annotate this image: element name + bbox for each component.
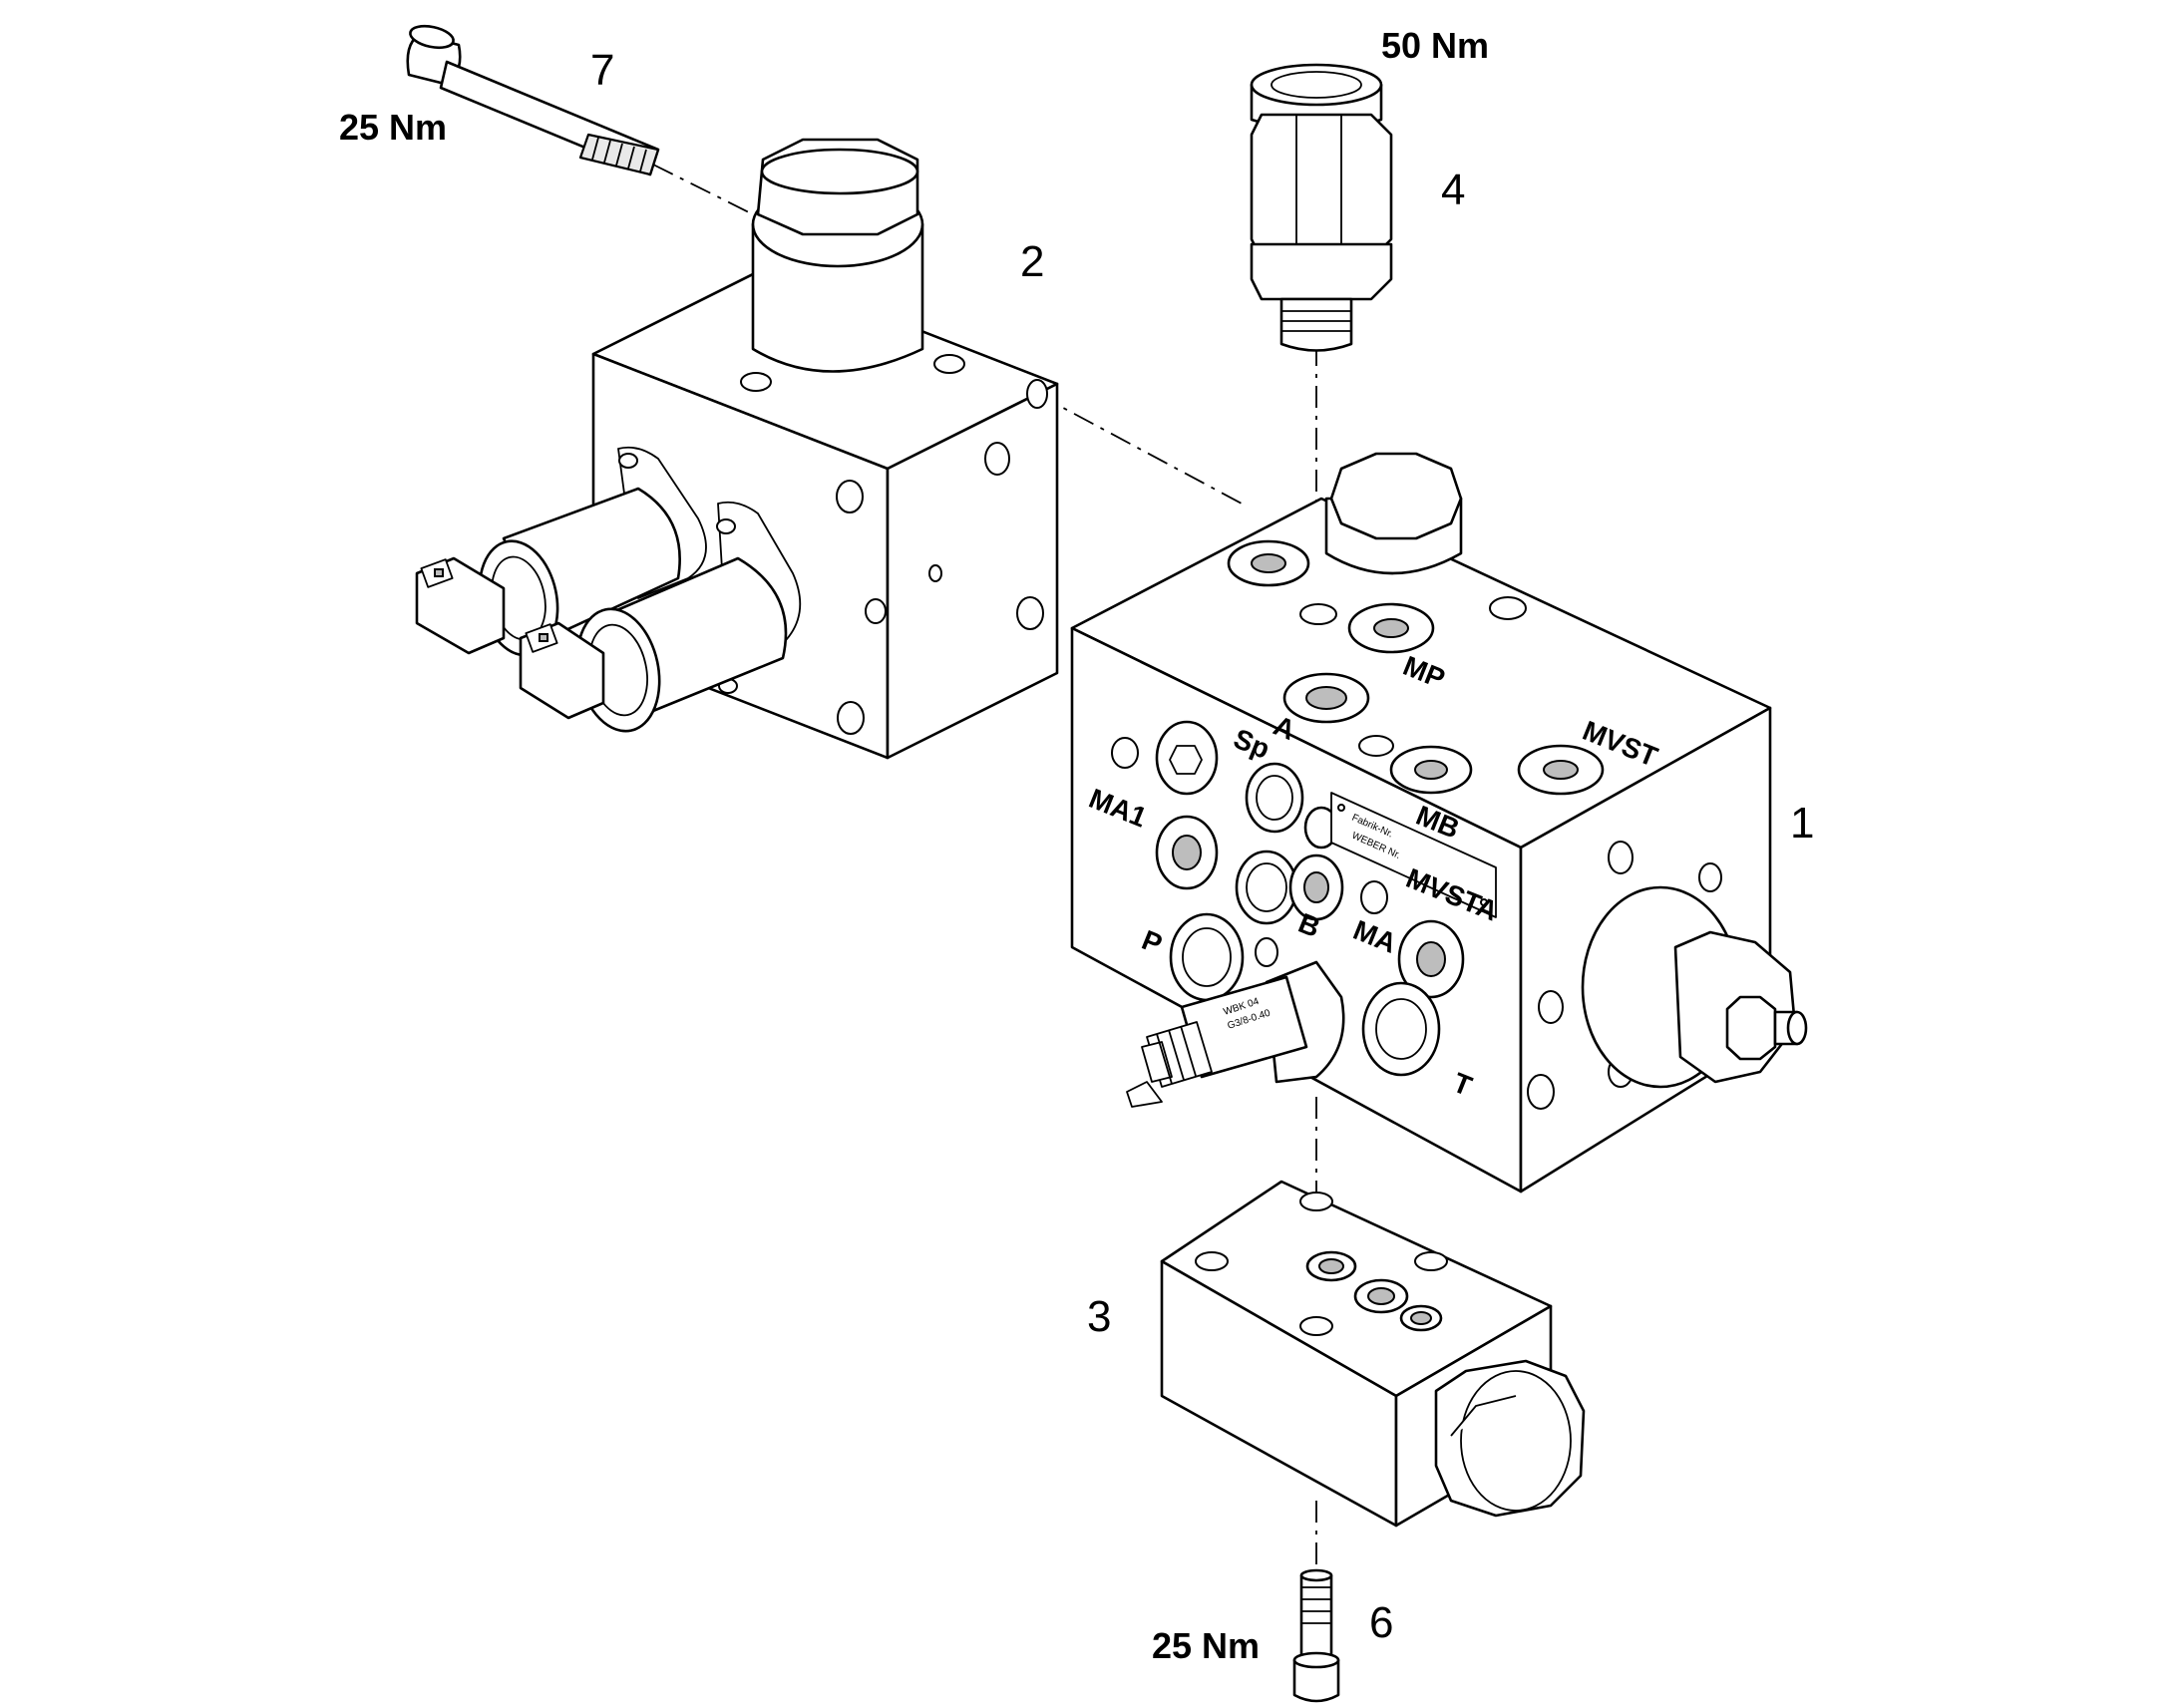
callout-1: 1 — [1790, 799, 1814, 848]
annotations: 1 2 3 4 6 7 50 Nm 25 Nm 25 Nm — [339, 25, 1814, 1666]
torque-label-part-6: 25 Nm — [1152, 1625, 1260, 1666]
callout-7: 7 — [590, 46, 614, 95]
fitting-part-4 — [1250, 63, 1393, 352]
sandwich-plate-part-3 — [1160, 1180, 1586, 1528]
cap-screw-part-7 — [406, 24, 660, 176]
main-valve-block-part-1: Fabrik-Nr. WEBER Nr. WBK 04 G3/8-0.40 MP… — [1070, 452, 1808, 1194]
nameplate — [1330, 792, 1497, 918]
callout-2: 2 — [1020, 237, 1044, 286]
torque-label-part-4: 50 Nm — [1381, 25, 1489, 66]
cap-screw-part-6 — [1292, 1568, 1340, 1703]
callout-6: 6 — [1369, 1598, 1393, 1647]
axis-block-2-to-1 — [1036, 393, 1243, 505]
block-2-side-face — [886, 382, 1059, 760]
callout-3: 3 — [1087, 1292, 1111, 1341]
solenoid-valve-block-part-2 — [415, 138, 1059, 760]
axis-screw-7 — [652, 164, 754, 215]
callout-4: 4 — [1441, 166, 1465, 214]
torque-label-part-7: 25 Nm — [339, 107, 447, 148]
